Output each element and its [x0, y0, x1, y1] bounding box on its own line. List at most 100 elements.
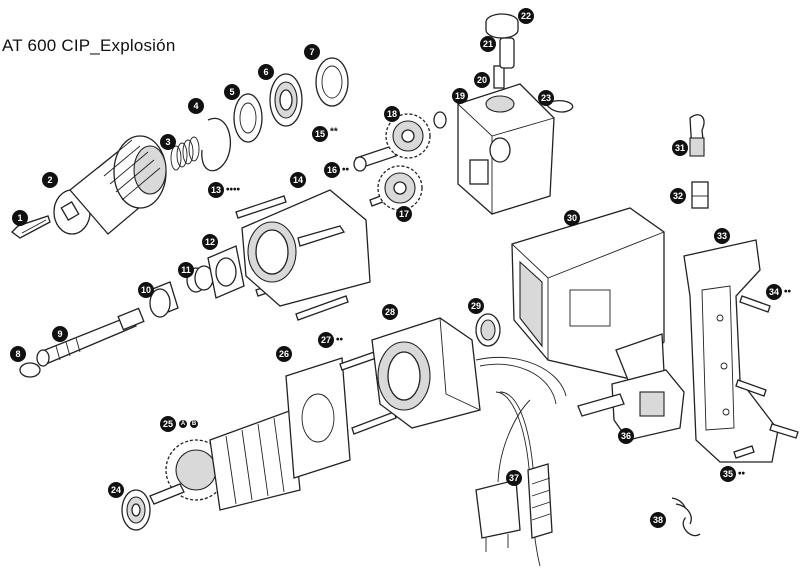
svg-text:8: 8	[15, 349, 20, 359]
callout-33: 33	[714, 228, 730, 244]
callout-18: 18	[384, 106, 400, 122]
callout-13: 13••••	[208, 182, 241, 198]
callout-2: 2	[42, 172, 58, 188]
svg-text:35: 35	[723, 469, 733, 479]
part-gearbox-19	[457, 83, 555, 215]
callout-6: 6	[258, 64, 274, 80]
svg-text:**: **	[330, 127, 338, 138]
svg-text:6: 6	[263, 67, 268, 77]
svg-text:30: 30	[567, 213, 577, 223]
part-screws-34	[735, 295, 799, 439]
part-switch-36	[577, 369, 685, 441]
callout-31: 31	[672, 140, 688, 156]
callout-15: 15 **	[312, 126, 338, 142]
part-snap-ring-8	[19, 362, 41, 378]
svg-text:••: ••	[336, 335, 344, 346]
part-motor-housing-30	[511, 207, 665, 381]
part-baffle-26	[285, 357, 351, 479]
callout-21: 21	[480, 36, 496, 52]
part-bearing-29	[475, 313, 501, 347]
callout-3: 3	[160, 134, 176, 150]
callout-29: 29	[468, 298, 484, 314]
part-plate-12	[207, 245, 245, 299]
callout-32: 32	[670, 188, 686, 204]
svg-text:10: 10	[141, 285, 151, 295]
callout-36: 36	[618, 428, 634, 444]
svg-text:12: 12	[205, 237, 215, 247]
callout-37: 37	[506, 470, 522, 486]
part-bushing-10	[149, 281, 179, 318]
svg-text:11: 11	[181, 265, 191, 275]
svg-text:13: 13	[211, 185, 221, 195]
svg-text:15: 15	[315, 129, 325, 139]
callout-34: 34••	[766, 284, 792, 300]
callout-20: 20	[474, 72, 490, 88]
callout-9: 9	[52, 326, 68, 342]
svg-text:25: 25	[163, 419, 173, 429]
svg-text:31: 31	[675, 143, 685, 153]
callout-16: 16 ••	[324, 162, 350, 178]
svg-text:34: 34	[769, 287, 779, 297]
svg-text:••: ••	[342, 165, 350, 176]
callout-11: 11	[178, 262, 194, 278]
part-screws-27	[339, 349, 397, 435]
callout-1: 1	[12, 210, 28, 226]
svg-text:B: B	[192, 421, 197, 427]
svg-text:17: 17	[399, 209, 409, 219]
callout-22: 22	[518, 8, 534, 24]
svg-text:••: ••	[738, 469, 746, 480]
svg-text:28: 28	[385, 307, 395, 317]
svg-text:20: 20	[477, 75, 487, 85]
callout-30: 30	[564, 210, 580, 226]
part-armature-25	[149, 405, 321, 511]
svg-text:33: 33	[717, 231, 727, 241]
callout-5: 5	[224, 84, 240, 100]
part-ring-7	[315, 57, 349, 107]
svg-text:18: 18	[387, 109, 397, 119]
part-brush-holder-31	[689, 114, 705, 157]
part-cable-clip-38	[671, 497, 701, 537]
callout-19: 19	[452, 88, 468, 104]
svg-text:21: 21	[483, 39, 493, 49]
svg-text:16: 16	[327, 165, 337, 175]
callout-38: 38	[650, 512, 666, 528]
part-screws-13	[235, 195, 349, 321]
svg-text:A: A	[181, 421, 186, 427]
callout-4: 4	[188, 98, 204, 114]
callout-17: 17	[396, 206, 412, 222]
part-clip-23	[545, 100, 574, 113]
part-bearing-6	[269, 73, 303, 127]
svg-text:27: 27	[321, 335, 331, 345]
part-gear-18	[385, 111, 447, 159]
callout-12: 12	[202, 234, 218, 250]
svg-text:19: 19	[455, 91, 465, 101]
svg-text:14: 14	[293, 175, 303, 185]
svg-text:32: 32	[673, 191, 683, 201]
part-screw-1	[11, 215, 51, 239]
part-stator-28	[371, 317, 481, 429]
svg-text:36: 36	[621, 431, 631, 441]
svg-text:5: 5	[229, 87, 234, 97]
part-screw-35	[733, 445, 755, 459]
part-sleeve-21	[499, 37, 515, 69]
svg-text:38: 38	[653, 515, 663, 525]
part-spindle-9	[36, 307, 145, 367]
part-gear-17	[377, 165, 423, 211]
callout-10: 10	[138, 282, 154, 298]
svg-text:22: 22	[521, 11, 531, 21]
callout-27: 27 ••	[318, 332, 344, 348]
callout-28: 28	[382, 304, 398, 320]
part-chuck-2	[53, 135, 167, 235]
part-carbon-brush-32	[691, 181, 709, 209]
callout-35: 35 ••	[720, 466, 746, 482]
part-spring-3	[170, 136, 200, 171]
svg-text:9: 9	[57, 329, 62, 339]
callout-8: 8	[10, 346, 26, 362]
callout-24: 24	[108, 482, 124, 498]
part-gear-housing-14	[241, 189, 371, 307]
svg-text:24: 24	[111, 485, 121, 495]
callout-26: 26	[276, 346, 292, 362]
part-cable-plug-37	[475, 399, 553, 552]
